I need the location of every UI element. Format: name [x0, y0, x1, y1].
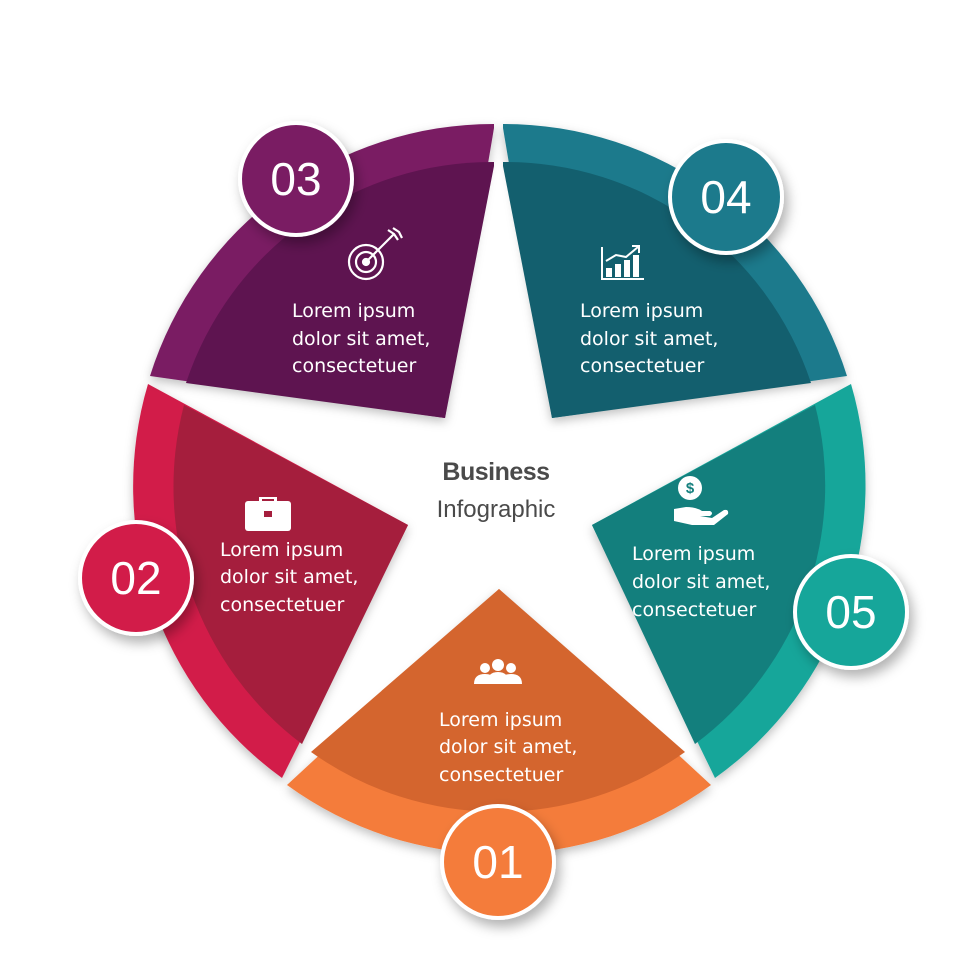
badge-04-number: 04 [700, 171, 751, 223]
segment-02: Lorem ipsum dolor sit amet, consectetuer [133, 384, 409, 778]
segment-05: $ Lorem ipsum dolor sit amet, consectetu… [592, 384, 866, 778]
growth-chart-icon [601, 245, 644, 280]
segment-01-inner [311, 589, 685, 812]
segment-02-line-1: Lorem ipsum [220, 539, 343, 561]
segment-04: Lorem ipsum dolor sit amet, consectetuer [503, 123, 847, 418]
segment-05-line-1: Lorem ipsum [632, 543, 755, 565]
badge-05-number: 05 [825, 586, 876, 638]
badge-04: 04 [668, 139, 784, 255]
segment-05-inner [592, 405, 826, 744]
badge-02-number: 02 [110, 552, 161, 604]
target-arrow-icon [347, 227, 403, 281]
segment-02-line-3: consectetuer [220, 594, 344, 616]
segment-02-line-2: dolor sit amet, [220, 566, 358, 588]
badge-05: 05 [793, 554, 909, 670]
badge-03-number: 03 [270, 153, 321, 205]
segment-02-inner [173, 405, 408, 744]
badge-01-number: 01 [472, 836, 523, 888]
segment-01-line-3: consectetuer [439, 764, 563, 786]
briefcase-icon [245, 497, 291, 531]
money-hand-icon: $ [674, 476, 729, 525]
segment-03-inner [186, 161, 494, 418]
segment-05-line-2: dolor sit amet, [632, 571, 770, 593]
segment-03-line-2: dolor sit amet, [292, 328, 430, 350]
segment-04-line-1: Lorem ipsum [580, 300, 703, 322]
segment-01-line-1: Lorem ipsum [439, 709, 562, 731]
segment-01-line-2: dolor sit amet, [439, 736, 577, 758]
segment-04-line-3: consectetuer [580, 355, 704, 377]
segment-04-line-2: dolor sit amet, [580, 328, 718, 350]
segment-05-line-3: consectetuer [632, 599, 756, 621]
badge-02: 02 [78, 520, 194, 636]
badge-03: 03 [238, 121, 354, 237]
segment-03-line-1: Lorem ipsum [292, 300, 415, 322]
badge-01: 01 [440, 804, 556, 920]
segment-01: Lorem ipsum dolor sit amet, consectetuer [287, 589, 711, 855]
svg-text:$: $ [686, 480, 695, 497]
people-group-icon [474, 659, 522, 684]
center-title: Business [442, 458, 549, 486]
center-subtitle: Infographic [437, 496, 556, 523]
segment-03: Lorem ipsum dolor sit amet, consectetuer [150, 123, 494, 418]
segment-03-line-3: consectetuer [292, 355, 416, 377]
segment-04-inner [503, 161, 811, 418]
